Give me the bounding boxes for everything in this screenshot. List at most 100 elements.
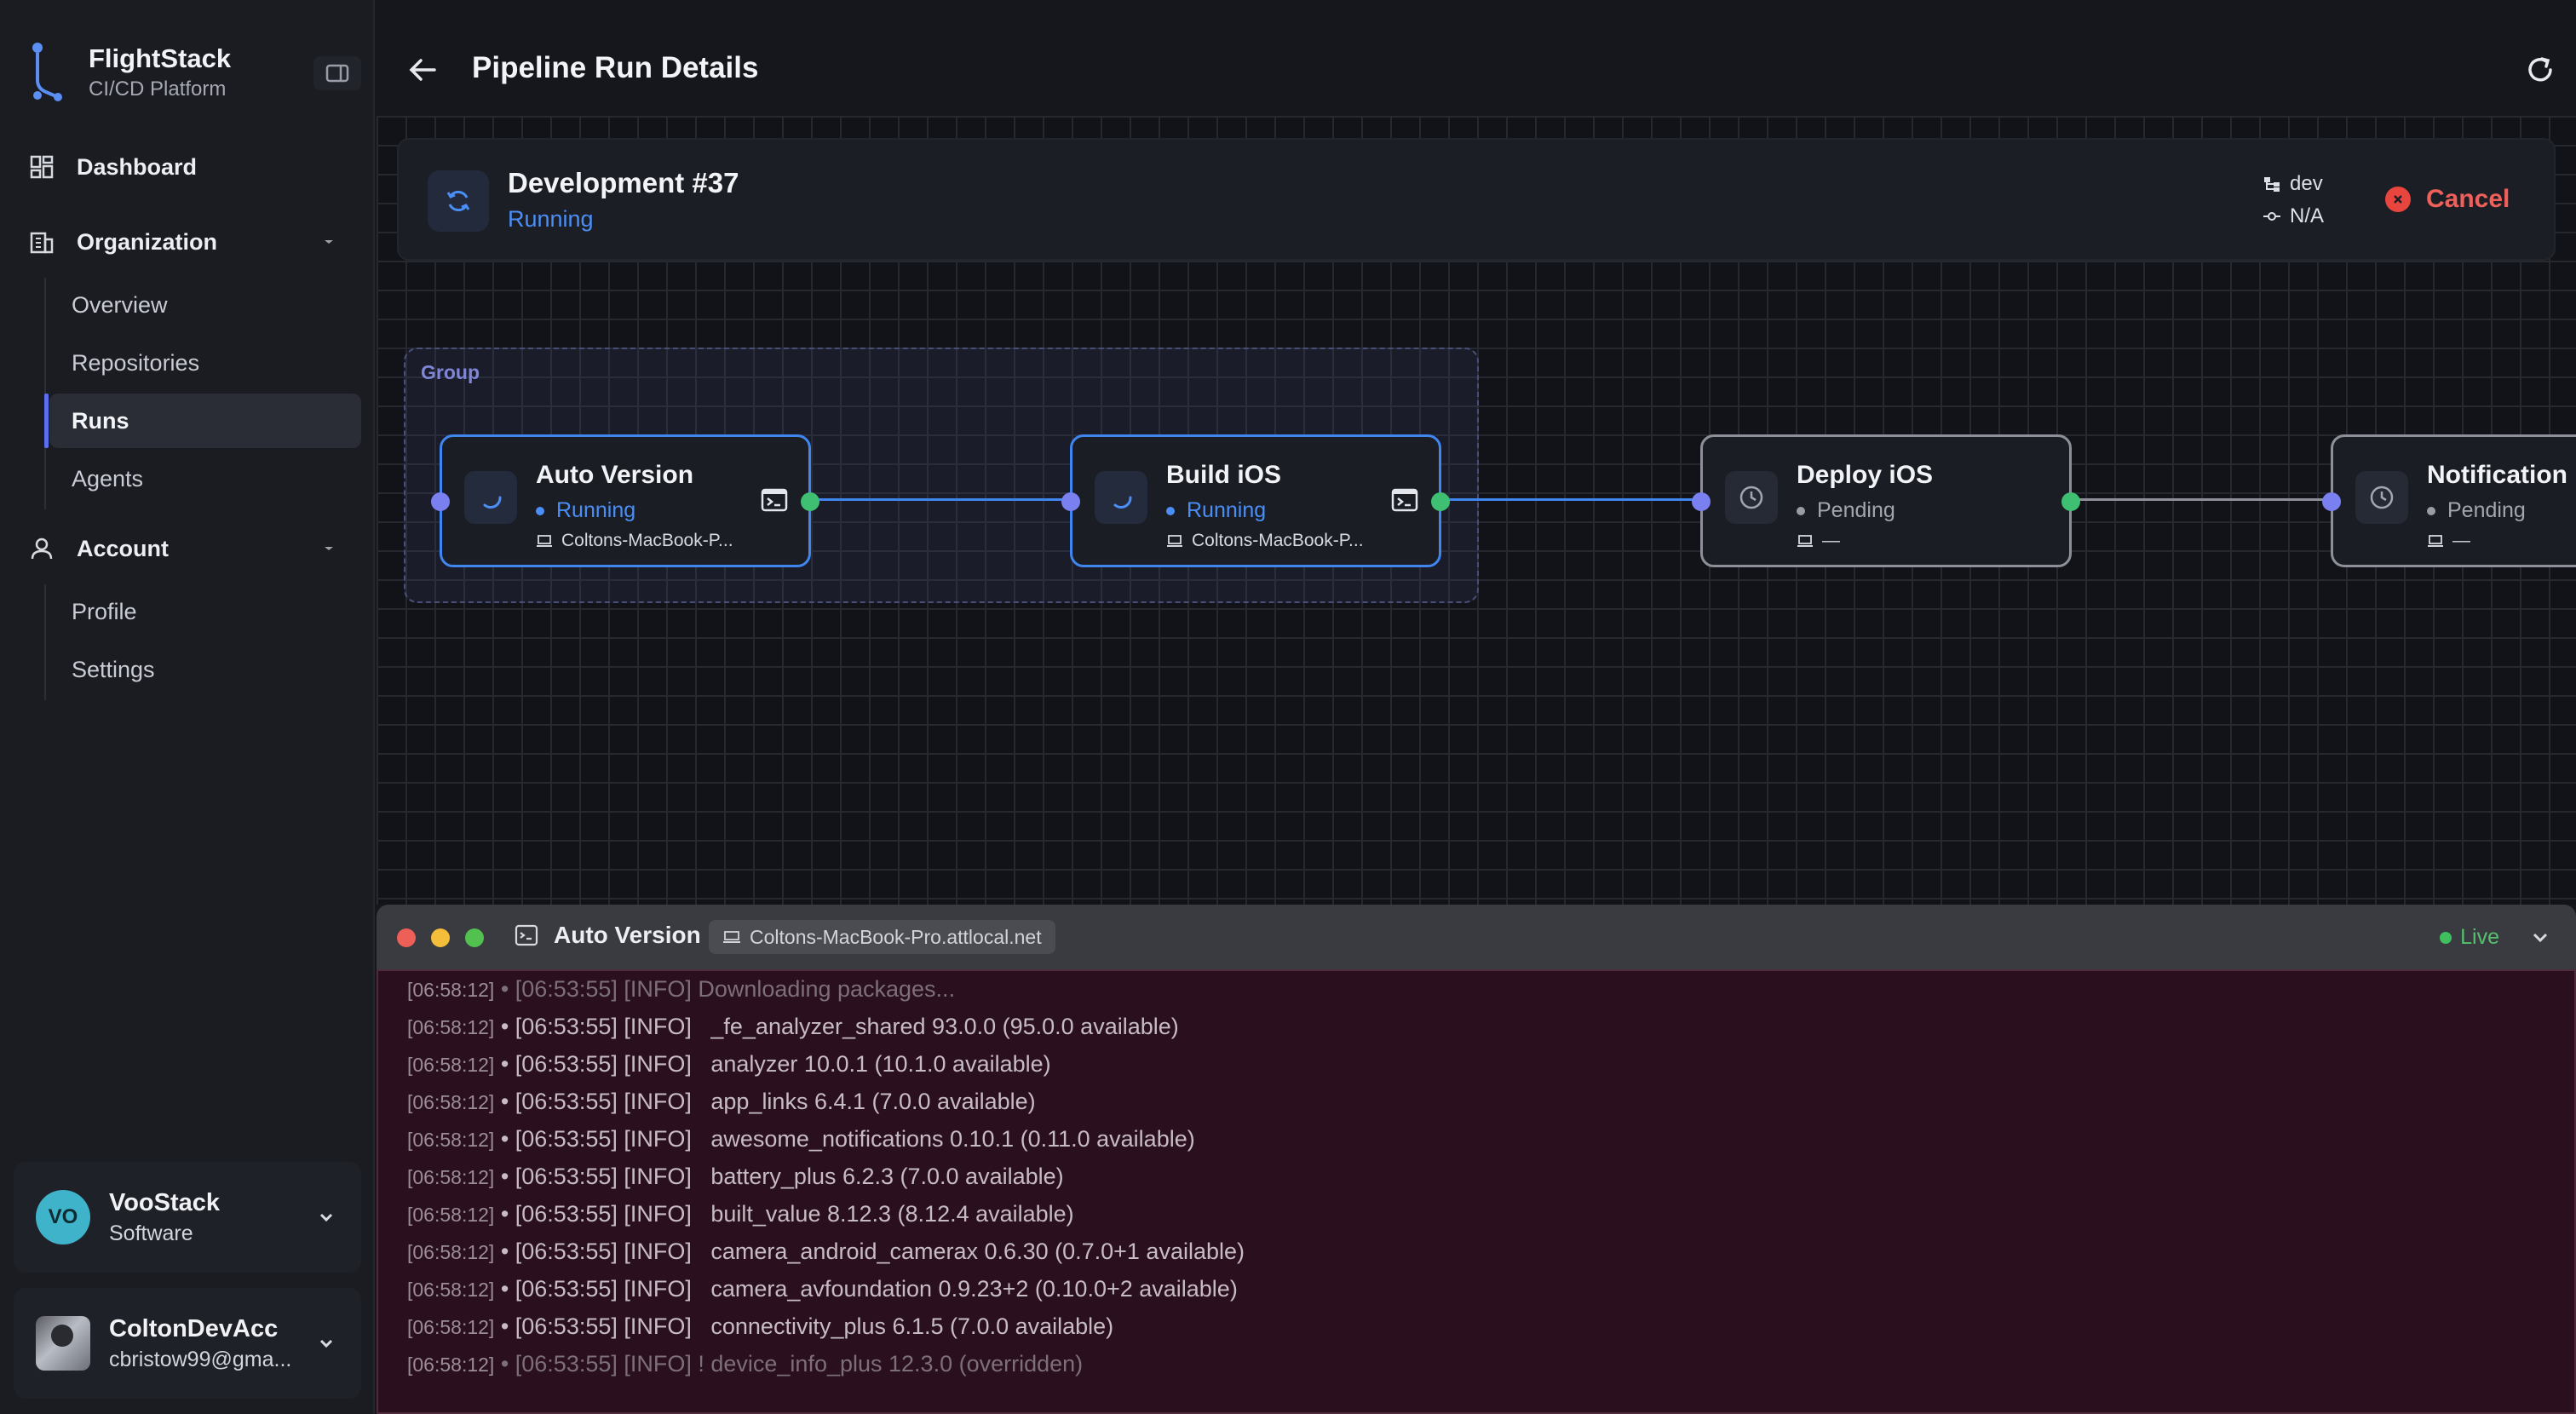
log-text: • [06:53:55] [INFO] camera_android_camer… [494,1239,1245,1264]
brand[interactable]: FlightStack CI/CD Platform [29,39,231,106]
log-line: [06:58:12] • [06:53:55] [INFO] ! device_… [407,1351,1083,1377]
sidebar-toggle-button[interactable] [313,56,361,90]
minimize-window-dot[interactable] [431,928,450,947]
log-line: [06:58:12] • [06:53:55] [INFO] built_val… [407,1201,1074,1227]
sidebar-section-account[interactable]: Account [29,525,344,572]
user-email: cbristow99@gma... [109,1348,292,1371]
user-switcher[interactable]: ColtonDevAcc cbristow99@gma... [14,1288,361,1399]
input-handle[interactable] [431,492,450,511]
log-text: • [06:53:55] [INFO] camera_avfoundation … [494,1276,1238,1302]
input-handle[interactable] [1692,492,1711,511]
chevron-down-icon[interactable] [320,540,337,557]
node-title: Deploy iOS [1797,461,1934,489]
log-line: [06:58:12] • [06:53:55] [INFO] Downloadi… [407,976,955,1003]
input-handle[interactable] [2322,492,2341,511]
log-line: [06:58:12] • [06:53:55] [INFO] _fe_analy… [407,1014,1179,1040]
status-dot [2427,506,2435,515]
clock-icon [1725,471,1778,524]
log-timestamp: [06:58:12] [407,1279,495,1301]
commit-info: N/A [2263,204,2324,228]
node-title: Auto Version [536,461,694,489]
laptop-icon [1167,535,1182,547]
branch-icon [2264,177,2280,192]
log-text: • [06:53:55] [INFO] awesome_notification… [494,1126,1195,1152]
page-title: Pipeline Run Details [472,51,759,84]
chevron-down-icon[interactable] [2530,927,2550,947]
spinner-icon [1095,471,1147,524]
org-type: Software [109,1221,193,1245]
log-text: • [06:53:55] [INFO] connectivity_plus 6.… [494,1313,1114,1339]
laptop-icon [2428,535,2443,547]
terminal-icon[interactable] [1391,488,1418,512]
laptop-icon [723,931,740,943]
pipeline-node-auto-version[interactable]: Auto Version Running Coltons-MacBook-P..… [431,434,819,567]
output-handle[interactable] [1431,492,1450,511]
node-title: Notification [2427,461,2567,489]
sidebar-section-organization[interactable]: Organization [29,218,344,266]
node-status: Pending [2427,498,2526,523]
group-label: Group [421,361,480,383]
log-output[interactable]: [06:58:12] • [06:53:55] [INFO] Downloadi… [377,969,2576,1414]
log-title-label: Auto Version [554,922,701,948]
log-text: • [06:53:55] [INFO] battery_plus 6.2.3 (… [494,1164,1064,1189]
log-line: [06:58:12] • [06:53:55] [INFO] camera_av… [407,1276,1238,1302]
run-summary-card: Development #37 Running dev N/A Cancel [397,138,2556,261]
user-name: ColtonDevAcc [109,1315,279,1342]
sidebar-item-repositories[interactable]: Repositories [72,349,200,376]
node-status-label: Running [1187,498,1267,522]
sidebar-item-overview[interactable]: Overview [72,291,168,318]
terminal-icon[interactable] [761,488,788,512]
pipeline-node-build-ios[interactable]: Build iOS Running Coltons-MacBook-P... [1061,434,1450,567]
log-timestamp: [06:58:12] [407,1354,495,1376]
sidebar-panel-icon [325,64,349,83]
branch-info: dev [2263,172,2323,196]
clock-icon [2355,471,2408,524]
dashboard-icon [29,154,60,180]
host-chip: Coltons-MacBook-Pro.attlocal.net [709,920,1055,954]
commit-icon [2263,212,2280,221]
sidebar-section-label: Organization [77,228,218,255]
log-line: [06:58:12] • [06:53:55] [INFO] app_links… [407,1089,1036,1115]
chevron-down-icon[interactable] [320,233,337,250]
sidebar-item-agents[interactable]: Agents [72,465,144,491]
sidebar: FlightStack CI/CD Platform Dashboard Org… [0,0,375,1414]
node-agent: — [1797,531,1840,551]
laptop-icon [1797,535,1813,547]
log-text: • [06:53:55] [INFO] built_value 8.12.3 (… [494,1201,1074,1227]
spinner-icon [464,471,517,524]
live-indicator: Live [2440,925,2499,950]
output-handle[interactable] [2061,492,2080,511]
sync-icon [428,170,489,232]
node-agent-name: — [1822,531,1840,550]
status-dot [1797,506,1805,515]
cancel-run-button[interactable]: Cancel [2385,177,2510,221]
log-timestamp: [06:58:12] [407,1241,495,1263]
sidebar-item-dashboard[interactable]: Dashboard [29,143,197,191]
host-name: Coltons-MacBook-Pro.attlocal.net [750,925,1042,948]
node-agent: Coltons-MacBook-P... [536,531,733,551]
log-panel-header: Auto Version Coltons-MacBook-Pro.attloca… [377,905,2576,969]
log-text: • [06:53:55] [INFO] analyzer 10.0.1 (10.… [494,1051,1051,1077]
log-text: • [06:53:55] [INFO] app_links 6.4.1 (7.0… [494,1089,1036,1114]
log-timestamp: [06:58:12] [407,1016,495,1038]
pipeline-node-notification[interactable]: Notification Pending — [2322,434,2576,567]
node-status-label: Pending [2447,498,2526,522]
close-window-dot[interactable] [397,928,416,947]
sidebar-item-settings[interactable]: Settings [72,656,155,682]
sidebar-item-runs[interactable]: Runs [44,394,361,448]
back-arrow-icon[interactable] [405,53,440,87]
brand-subtitle: CI/CD Platform [89,78,227,101]
building-icon [29,229,60,255]
log-line: [06:58:12] • [06:53:55] [INFO] analyzer … [407,1051,1051,1078]
pipeline-node-deploy-ios[interactable]: Deploy iOS Pending — [1692,434,2080,567]
maximize-window-dot[interactable] [465,928,484,947]
chevron-down-icon [319,1213,333,1222]
log-timestamp: [06:58:12] [407,1204,495,1226]
refresh-icon[interactable] [2523,53,2557,87]
output-handle[interactable] [801,492,819,511]
org-switcher[interactable]: VO VooStack Software [14,1162,361,1273]
input-handle[interactable] [1061,492,1080,511]
sidebar-item-profile[interactable]: Profile [72,598,137,624]
log-line: [06:58:12] • [06:53:55] [INFO] battery_p… [407,1164,1064,1190]
run-status: Running [508,206,594,232]
